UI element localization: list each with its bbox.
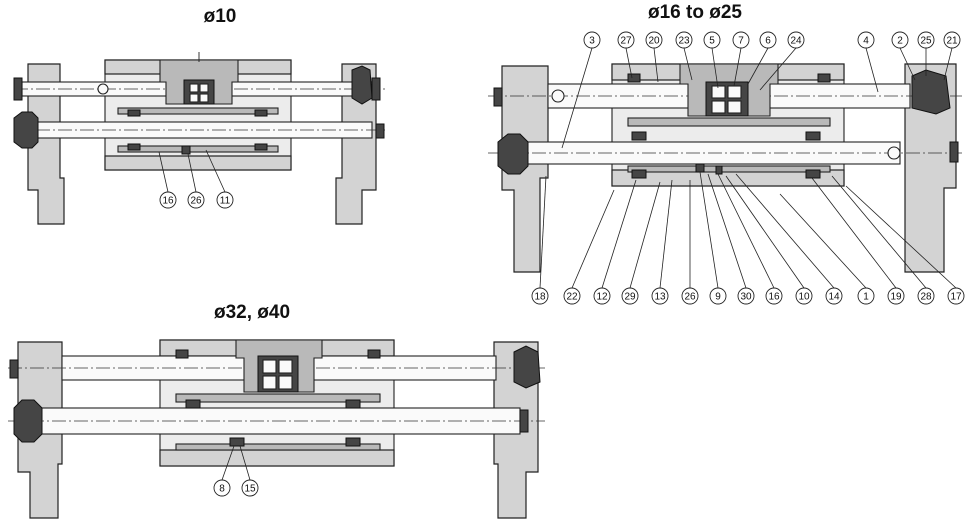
callout-label: 16 — [162, 196, 174, 207]
left-upper-nut-icon — [13, 77, 23, 101]
callout-label: 5 — [709, 36, 715, 47]
piston-seal-icon — [695, 163, 705, 173]
coupling-block — [183, 79, 215, 105]
callout-label: 6 — [765, 36, 771, 47]
right-guide-nut-icon — [911, 69, 951, 115]
seal-icon — [229, 437, 245, 447]
callout-label: 9 — [715, 292, 721, 303]
view-d32-d40-title: ø32, ø40 — [214, 302, 290, 323]
seal-icon — [631, 131, 647, 141]
piston-seal-icon — [181, 145, 191, 155]
callout-label: 18 — [534, 292, 546, 303]
callout-label: 22 — [566, 292, 578, 303]
view-d16-d25: ø16 to ø25 — [488, 2, 965, 305]
body-bottom-band — [159, 449, 395, 467]
callout-label: 20 — [648, 36, 660, 47]
body-bottom-band — [104, 155, 292, 171]
callout-label: 28 — [920, 292, 932, 303]
callout-label: 8 — [219, 484, 225, 495]
right-guide-nut-icon — [513, 345, 541, 389]
callout-label: 15 — [244, 484, 256, 495]
left-upper-nut-icon — [493, 87, 503, 107]
callout-label: 25 — [920, 36, 932, 47]
callout-label: 12 — [596, 292, 608, 303]
seal-icon — [345, 437, 361, 447]
right-upper-nut-icon — [371, 77, 381, 101]
left-rod-nut-icon — [13, 111, 39, 149]
left-rod-nut-icon — [497, 133, 529, 175]
seal-icon — [367, 349, 381, 359]
left-rod-nut-icon — [13, 399, 43, 443]
seal-icon — [127, 109, 141, 117]
callout-label: 17 — [950, 292, 962, 303]
bore-upper-line — [627, 117, 831, 127]
callout-label: 30 — [740, 292, 752, 303]
callout-label: 4 — [863, 36, 869, 47]
callout-label: 13 — [654, 292, 666, 303]
bore-lower-line — [175, 443, 381, 451]
seal-icon — [254, 109, 268, 117]
seal-icon — [127, 143, 141, 151]
bore-upper-line — [175, 393, 381, 403]
bore-upper-line — [117, 107, 279, 115]
callout-label: 29 — [624, 292, 636, 303]
callout-label: 7 — [738, 36, 744, 47]
callout-label: 11 — [220, 196, 231, 207]
callout-label: 26 — [684, 292, 696, 303]
seal-icon — [817, 73, 831, 83]
bore-lower-line — [117, 145, 279, 153]
seal-icon — [805, 131, 821, 141]
right-guide-nut-icon — [351, 65, 373, 105]
left-end-plate — [27, 63, 65, 225]
left-upper-nut-icon — [9, 359, 19, 379]
view-d32-d40: ø32, ø40 — [8, 302, 545, 519]
callout-label: 26 — [190, 196, 202, 207]
callout-label: 16 — [768, 292, 780, 303]
callout-label: 19 — [890, 292, 902, 303]
bore-lower-line — [627, 165, 831, 173]
callout-label: 14 — [828, 292, 840, 303]
seal-icon — [345, 399, 361, 409]
callout-label: 2 — [897, 36, 903, 47]
seal-icon — [627, 73, 641, 83]
seal-icon — [185, 399, 201, 409]
callout-label: 21 — [946, 36, 958, 47]
callout-label: 27 — [620, 36, 632, 47]
seal-icon — [631, 169, 647, 179]
callout-label: 1 — [863, 292, 869, 303]
right-end-plate — [904, 63, 957, 273]
callout-label: 23 — [678, 36, 690, 47]
seal-icon — [254, 143, 268, 151]
callout-label: 24 — [790, 36, 802, 47]
callout-label: 3 — [589, 36, 595, 47]
view-d10: ø10 — [13, 6, 385, 225]
callout-label: 10 — [798, 292, 810, 303]
right-end-plate — [335, 63, 377, 225]
seal-icon — [175, 349, 189, 359]
view-d16-d25-title: ø16 to ø25 — [648, 2, 742, 23]
view-d10-title: ø10 — [204, 6, 237, 27]
seal-icon — [805, 169, 821, 179]
